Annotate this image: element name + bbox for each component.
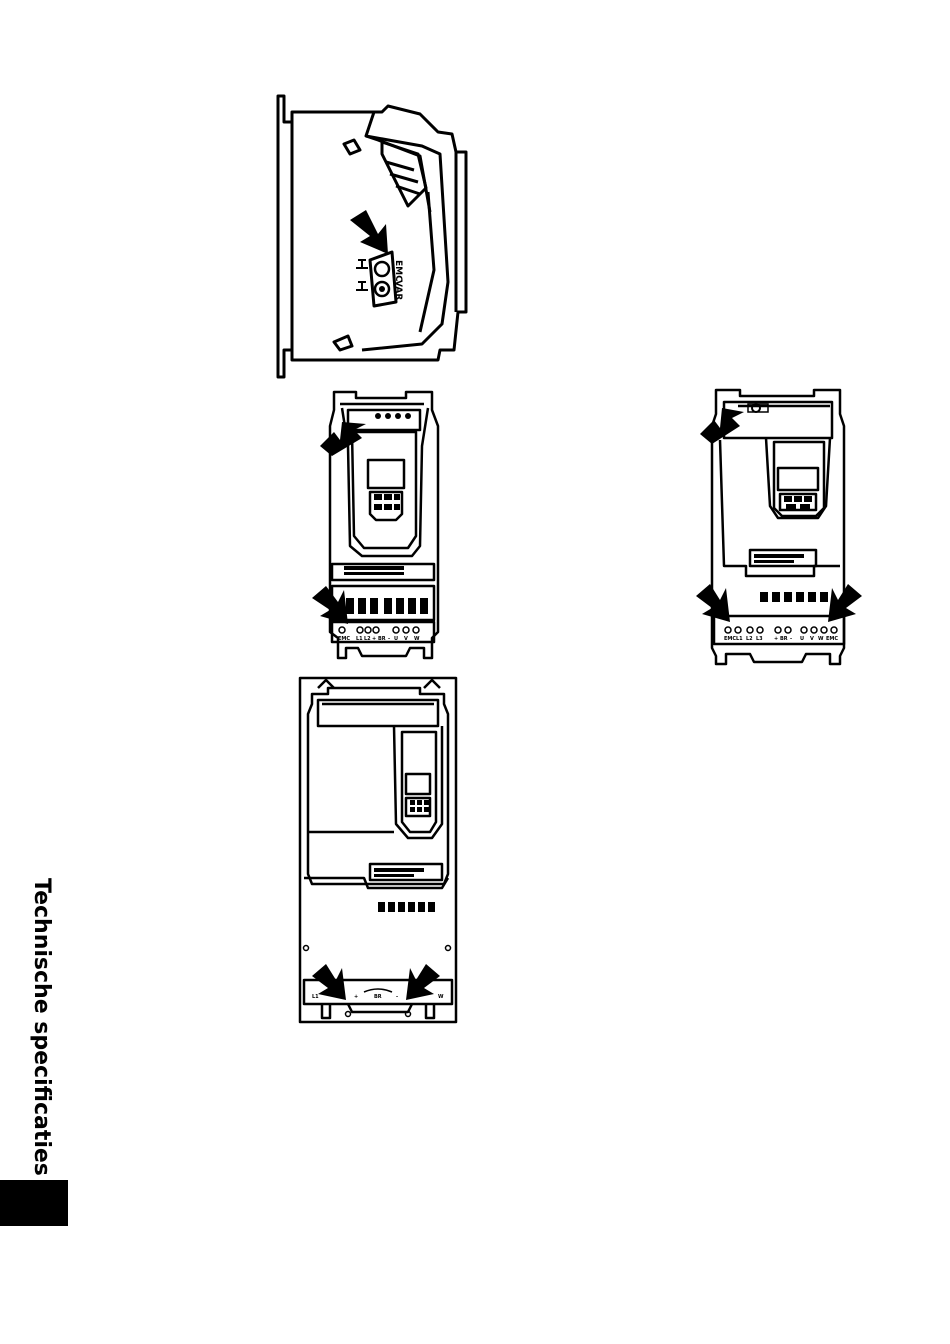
terminal-label: W: [438, 994, 444, 1000]
drive-medium-front-view: EMC L1 L2 L3 + BR - U V W EMC: [694, 386, 864, 670]
terminal-label: EMC: [724, 636, 736, 642]
emc-label: EMC: [393, 260, 403, 282]
terminal-label: BR: [378, 636, 386, 642]
terminal-label: +: [354, 994, 358, 1000]
var-label: VAR: [393, 280, 403, 300]
terminal-label: BR: [374, 994, 382, 1000]
terminal-label: EMC: [826, 636, 838, 642]
terminal-label: -: [790, 636, 792, 642]
terminal-label: EMC: [338, 636, 350, 642]
section-title-container: Technische specificaties: [20, 878, 54, 1178]
terminal-label: +: [774, 636, 778, 642]
section-tab: [0, 1180, 68, 1226]
arrow-icon: [320, 422, 366, 456]
terminal-label: U: [800, 636, 804, 642]
terminal-label: W: [414, 636, 420, 642]
terminal-label: -: [396, 994, 398, 1000]
arrow-icon: [312, 586, 348, 624]
terminal-label: -: [388, 636, 390, 642]
terminal-label: L1: [356, 636, 363, 642]
drive-side-view: EMC VAR: [270, 92, 490, 382]
terminal-label: L2: [364, 636, 371, 642]
arrow-icon: [406, 964, 440, 1000]
terminal-label: L2: [746, 636, 753, 642]
arrow-icon: [828, 584, 862, 622]
terminal-label: L1: [312, 994, 319, 1000]
terminal-label: BR: [780, 636, 788, 642]
arrow-icon: [350, 210, 388, 254]
terminal-label: +: [372, 636, 376, 642]
terminal-label: V: [404, 636, 408, 642]
terminal-label: V: [810, 636, 814, 642]
drive-small-front-view: EMC L1 L2 + BR - U V W: [312, 386, 452, 664]
arrow-icon: [696, 584, 730, 622]
terminal-label: W: [818, 636, 824, 642]
section-title: Technische specificaties: [29, 878, 54, 1176]
terminal-label: L1: [736, 636, 743, 642]
terminal-label: L3: [756, 636, 763, 642]
drive-large-front-view: L1 + BR - W: [298, 674, 460, 1026]
terminal-label: U: [394, 636, 398, 642]
